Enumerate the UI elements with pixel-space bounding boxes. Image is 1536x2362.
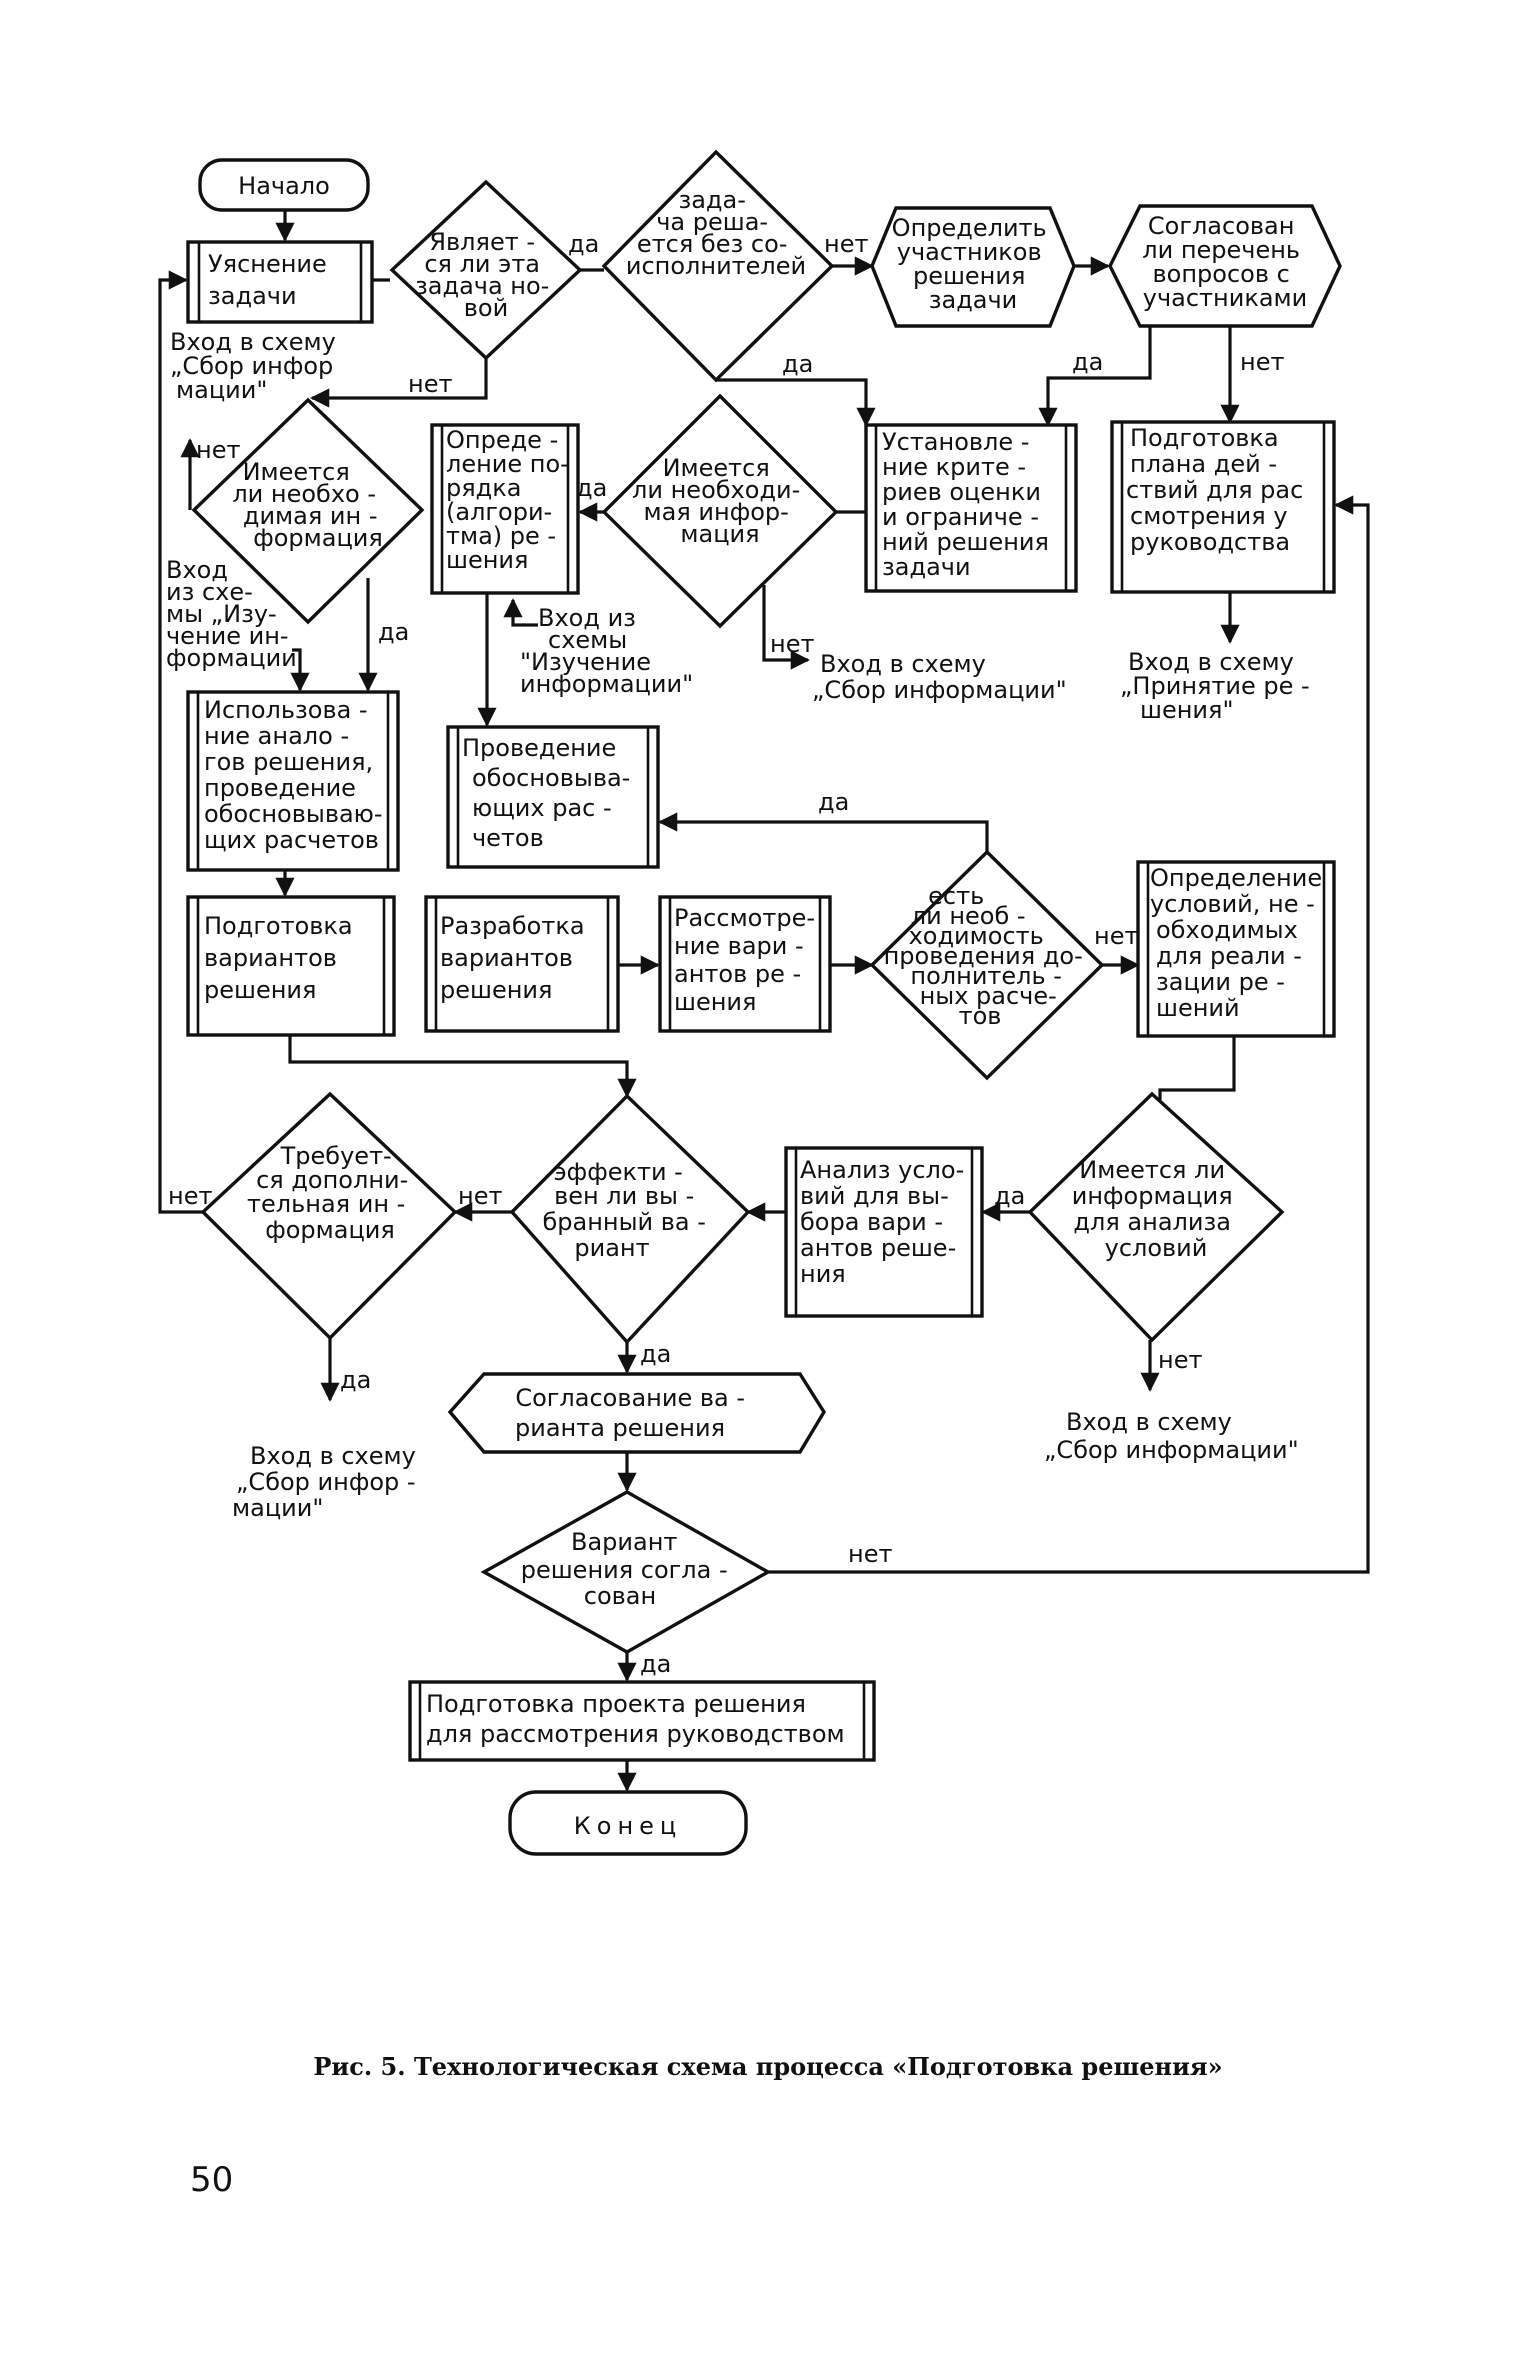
use-analogs-text: Использова - ние анало - гов решения, пр… (204, 696, 390, 854)
note-entry-from-study-1: Вход из схе- мы „Изу- чение ин- формации (166, 556, 297, 672)
process-define-conditions: Определение условий, не - обходимых для … (1136, 860, 1336, 1038)
effective-text: эффекти - вен ли вы - бранный ва - риант (542, 1158, 713, 1262)
label-no-has-info2: нет (770, 630, 814, 658)
end-terminator: Конец (508, 1790, 748, 1856)
criteria-text: Установле - ние крите - риев оценки и ог… (882, 428, 1057, 581)
end-label: Конец (574, 1812, 683, 1840)
need-extra-calc-text: есть ли необ - ходимость проведения до- … (884, 882, 1091, 1030)
flowchart: Начало Уяснение задачи Являет - ся ли эт… (158, 149, 1370, 1856)
process-use-analogs: Использова - ние анало - гов решения, пр… (186, 690, 400, 872)
note-entry-from-study-2: Вход из схемы "Изучение информации" (520, 604, 693, 698)
prep-plan-text: Подготовка плана дей - ствий для рас смо… (1126, 424, 1311, 556)
justify-calc-text: Проведение обосновыва- ющих рас - четов (462, 734, 638, 852)
prep-define-participants: Определить участников решения задачи (870, 206, 1076, 328)
label-yes-agreed-list: да (1072, 348, 1103, 376)
decision-effective: эффекти - вен ли вы - бранный ва - риант (509, 1093, 751, 1345)
process-define-order: Опреде - ление по- рядка (алгори- тма) р… (430, 423, 580, 595)
note-entry-info-3: Вход в схему „Сбор инфор - мации" (232, 1442, 423, 1522)
label-no-effective: нет (458, 1182, 502, 1210)
agree-variant-text: Согласование ва - рианта решения (515, 1384, 753, 1442)
label-no-extra-info: нет (168, 1182, 212, 1210)
decision-no-coexecutors: зада- ча реша- ется без со- исполнителей (601, 149, 835, 383)
decision-has-info-analysis: Имеется ли информация для анализа услови… (1027, 1091, 1285, 1343)
decision-has-info-2: Имеется ли необходи- мая инфор- мация (601, 393, 839, 629)
decision-agreed-list: Согласован ли перечень вопросов с участн… (1108, 204, 1342, 328)
note-entry-info-1: Вход в схему „Сбор инфор мации" (170, 328, 343, 404)
no-coexec-text: зада- ча реша- ется без со- исполнителей (626, 186, 806, 280)
prep-project-text: Подготовка проекта решения для рассмотре… (426, 1690, 845, 1748)
decision-has-info: Имеется ли необхо - димая ин - формация (191, 397, 425, 625)
has-info-text: Имеется ли необхо - димая ин - формация (232, 458, 385, 552)
label-yes-info-analysis: да (994, 1182, 1025, 1210)
label-no-coexec: нет (824, 230, 868, 258)
label-no-has-info: нет (196, 436, 240, 464)
note-entry-decision: Вход в схему „Принятие ре - шения" (1120, 648, 1317, 724)
define-participants-text: Определить участников решения задачи (892, 214, 1055, 314)
process-justify-calc: Проведение обосновыва- ющих рас - четов (446, 725, 660, 869)
branch-labels: да нет да да нет нет нет да да нет да не… (168, 230, 1284, 1678)
label-yes-is-new: да (568, 230, 599, 258)
label-no-agreed-list: нет (1240, 348, 1284, 376)
process-prep-variants: Подготовка вариантов решения (186, 895, 396, 1037)
has-info2-text: Имеется ли необходи- мая инфор- мация (632, 454, 808, 548)
label-yes-extra-info: да (340, 1366, 371, 1394)
note-entry-info-4: Вход в схему „Сбор информации" (1044, 1408, 1299, 1464)
process-clarify-task: Уяснение задачи (186, 240, 374, 324)
analyze-conditions-text: Анализ усло- вий для вы- бора вари - ант… (800, 1156, 972, 1288)
clarify-text: Уяснение задачи (208, 250, 334, 310)
note-entry-info-2: Вход в схему „Сбор информации" (812, 650, 1067, 704)
figure-caption: Рис. 5. Технологическая схема процесса «… (313, 2052, 1223, 2081)
decision-is-new: Являет - ся ли эта задача но- вой (389, 179, 583, 361)
connectors (158, 208, 1370, 1792)
start-label: Начало (238, 172, 330, 200)
prep-variants-text: Подготовка вариантов решения (204, 912, 360, 1004)
decision-variant-agreed: Вариант решения согла - сован (480, 1490, 772, 1654)
start-terminator: Начало (198, 158, 370, 212)
label-yes-extra-calc: да (818, 788, 849, 816)
label-no-is-new: нет (408, 370, 452, 398)
has-info-analysis-text: Имеется ли информация для анализа услови… (1072, 1156, 1241, 1262)
process-review-variants: Рассмотре- ние вари - антов ре - шения (658, 895, 832, 1033)
process-prep-project: Подготовка проекта решения для рассмотре… (408, 1680, 876, 1762)
label-yes-has-info: да (378, 618, 409, 646)
label-yes-coexec: да (782, 350, 813, 378)
decision-need-extra-calc: есть ли необ - ходимость проведения до- … (869, 849, 1105, 1081)
label-yes-has-info2: да (576, 474, 607, 502)
page-number: 50 (190, 2160, 234, 2200)
label-yes-variant-agreed: да (640, 1650, 671, 1678)
need-extra-info-text: Требует- ся дополни- тельная ин - формац… (247, 1142, 416, 1244)
prep-agree-variant: Согласование ва - рианта решения (447, 1372, 826, 1454)
is-new-text: Являет - ся ли эта задача но- вой (415, 228, 557, 322)
label-no-variant-agreed: нет (848, 1540, 892, 1568)
label-no-info-analysis: нет (1158, 1346, 1202, 1374)
decision-need-extra-info: Требует- ся дополни- тельная ин - формац… (200, 1091, 458, 1341)
label-yes-effective: да (640, 1340, 671, 1368)
define-order-text: Опреде - ление по- рядка (алгори- тма) р… (446, 426, 576, 574)
agreed-list-text: Согласован ли перечень вопросов с участн… (1142, 212, 1307, 312)
process-criteria: Установле - ние крите - риев оценки и ог… (864, 423, 1078, 593)
review-variants-text: Рассмотре- ние вари - антов ре - шения (674, 904, 823, 1016)
process-prep-plan: Подготовка плана дей - ствий для рас смо… (1110, 420, 1336, 594)
process-develop-variants: Разработка вариантов решения (424, 895, 620, 1033)
label-no-extra-calc: нет (1094, 922, 1138, 950)
define-conditions-text: Определение условий, не - обходимых для … (1150, 864, 1330, 1022)
process-analyze-conditions: Анализ усло- вий для вы- бора вари - ант… (784, 1146, 984, 1318)
variant-agreed-text: Вариант решения согла - сован (521, 1528, 736, 1610)
develop-variants-text: Разработка вариантов решения (440, 912, 592, 1004)
